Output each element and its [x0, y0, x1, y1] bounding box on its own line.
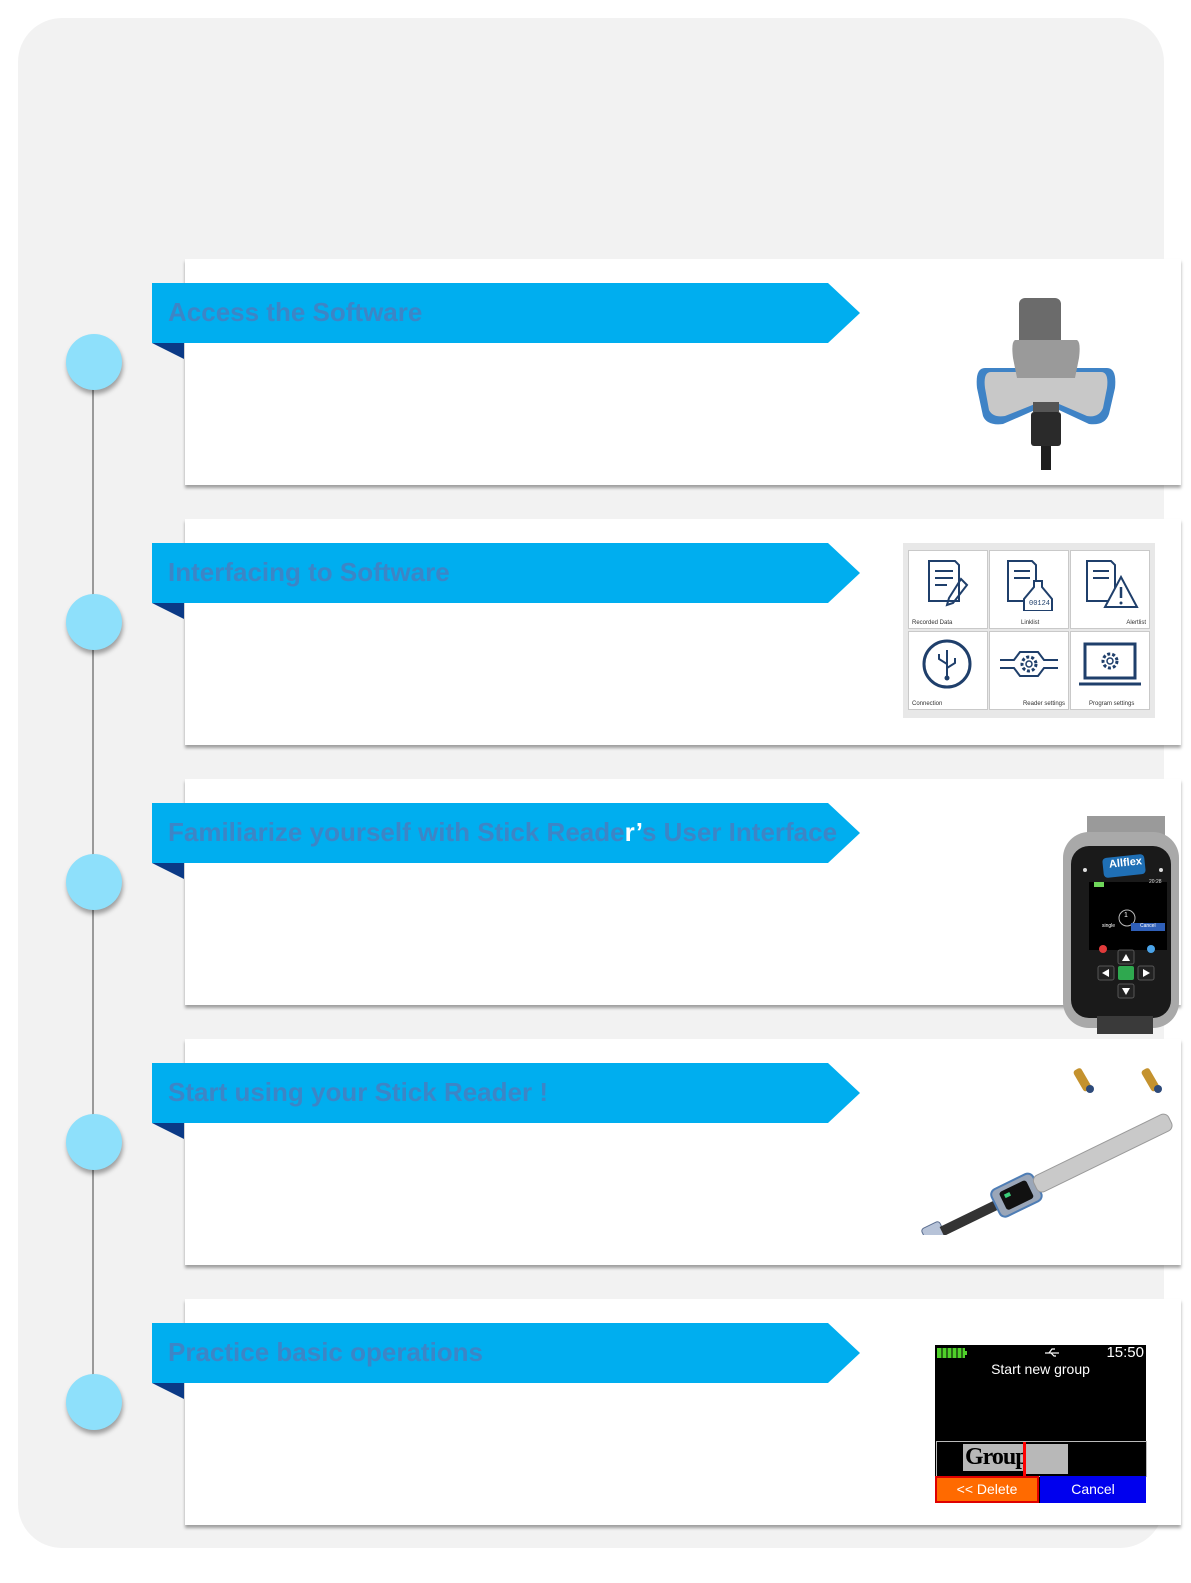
tile-label: Recorded Data	[912, 620, 953, 626]
timeline-dot-5	[66, 1374, 122, 1430]
stick-reader-icon	[896, 1060, 1176, 1249]
tile-linklist[interactable]: 00124 Linklist	[989, 550, 1069, 629]
document-edit-icon	[928, 560, 969, 607]
text-cursor	[1023, 1442, 1026, 1476]
cancel-button[interactable]: Cancel	[1040, 1476, 1146, 1503]
banner-arrow-shape	[152, 1323, 860, 1399]
banner-arrow-shape	[152, 283, 860, 359]
field-selection	[1026, 1444, 1068, 1474]
timeline-dot-4	[66, 1114, 122, 1170]
timeline-dot-1	[66, 334, 122, 390]
banner-arrow-shape	[152, 803, 860, 879]
step-banner-1: Access the Software	[152, 283, 860, 359]
step-banner-2: Interfacing to Software	[152, 543, 860, 619]
tile-program-settings[interactable]: Program settings	[1070, 631, 1150, 710]
screen-time: 15:50	[1106, 1344, 1144, 1361]
step-title-4: Start using your Stick Reader !	[168, 1077, 548, 1107]
tile-alertlist[interactable]: Alertlist	[1070, 550, 1150, 629]
laptop-gear-icon	[1079, 642, 1141, 686]
document-alert-icon	[1086, 560, 1139, 608]
step-banner-5: Practice basic operations	[152, 1323, 860, 1399]
tile-recorded-data[interactable]: Recorded Data	[908, 550, 988, 629]
usb-icon	[922, 639, 972, 689]
step-banner-4: Start using your Stick Reader !	[152, 1063, 860, 1139]
tile-label: Reader settings	[1022, 701, 1065, 707]
tile-connection[interactable]: Connection	[908, 631, 988, 710]
reader-screen: 15:50 Start new group Group 2 << Delete …	[935, 1344, 1147, 1503]
battery-icon	[937, 1348, 965, 1358]
tile-label: Connection	[912, 701, 943, 707]
reader-keypad-icon: Allflex 20:28 1 single Cancel	[1061, 816, 1181, 1034]
usb-icon	[1045, 1348, 1059, 1357]
group-name-field[interactable]: Group 2	[936, 1441, 1147, 1477]
software-menu-grid: Recorded Data 00124 Linklist Alertlist	[903, 543, 1155, 718]
step-banner-3: Familiarize yourself with Stick Reader’s…	[152, 803, 860, 879]
tile-label: Alertlist	[1126, 620, 1146, 626]
title-part: Familiarize yourself with Stick Reade	[168, 817, 625, 847]
timeline-dot-2	[66, 594, 122, 650]
screen-title: Start new group	[991, 1361, 1090, 1377]
title-part-highlight: r’	[624, 817, 642, 847]
device-cancel: Cancel	[1140, 923, 1156, 929]
step-title-3: Familiarize yourself with Stick Reader’s…	[168, 817, 837, 848]
gear-icon	[1000, 651, 1058, 677]
timeline-dot-3	[66, 854, 122, 910]
tile-label: Linklist	[1021, 620, 1040, 626]
ear-tag-icon	[1073, 1068, 1094, 1093]
device-time: 20:28	[1149, 879, 1162, 885]
device-mode: single	[1102, 923, 1116, 929]
tile-reader-settings[interactable]: Reader settings	[989, 631, 1069, 710]
step-title-5: Practice basic operations	[168, 1337, 484, 1367]
linklist-code: 00124	[1029, 600, 1051, 608]
banner-arrow-shape	[152, 543, 860, 619]
step-title-1: Access the Software	[168, 297, 423, 327]
banner-arrow-shape	[152, 1063, 860, 1139]
step-title-2: Interfacing to Software	[168, 557, 450, 587]
device-counter: 1	[1124, 912, 1128, 919]
status-bar	[937, 1348, 1059, 1358]
title-part: s User Interface	[641, 817, 838, 847]
delete-button[interactable]: << Delete	[935, 1476, 1039, 1503]
usb-cradle-icon	[975, 298, 1117, 475]
tile-label: Program settings	[1089, 701, 1135, 707]
ear-tag-icon	[1141, 1068, 1162, 1093]
